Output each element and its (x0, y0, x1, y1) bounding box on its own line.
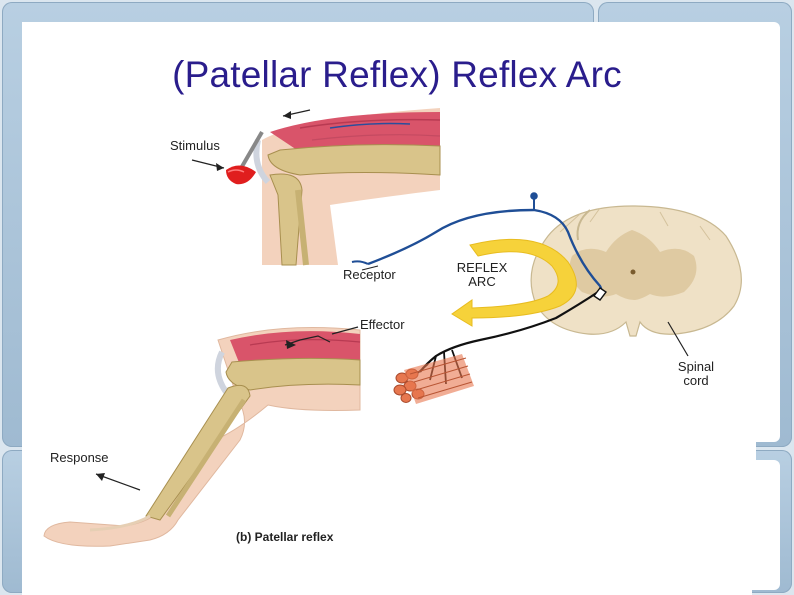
reflex-arc-label-line2: ARC (468, 274, 496, 289)
reflex-arc-arrow (451, 238, 577, 327)
tibia-upper (269, 173, 303, 266)
sensory-neuron-path (367, 208, 603, 298)
muscle-fiber-bundle (393, 354, 474, 404)
receptor-pointer-line (361, 265, 379, 271)
response-label: Response (50, 450, 109, 465)
spinal-cord-label-line1: Spinal (677, 359, 715, 374)
receptor-label: Receptor (343, 267, 396, 282)
femur-upper (267, 144, 441, 176)
spinal-cord-pointer-line (667, 321, 689, 357)
spinal-cord-cross-section (530, 205, 742, 337)
dorsal-root-ganglion (530, 192, 538, 200)
reflex-hammer-icon (226, 130, 264, 185)
slide-title: (Patellar Reflex) Reflex Arc (172, 54, 622, 95)
stimulus-label: Stimulus (170, 138, 220, 153)
upper-knee-illustration (253, 108, 441, 266)
figure-caption: (b) Patellar reflex (236, 530, 334, 544)
quadriceps-muscle-upper (270, 112, 440, 152)
effector-label: Effector (360, 317, 405, 332)
slide-content-area-right (752, 108, 756, 460)
reflex-arc-label: REFLEX ARC (448, 261, 516, 289)
tibia-lower (145, 384, 251, 521)
spinal-cord-label-line2: cord (683, 373, 709, 388)
effector-pointer-line (331, 326, 359, 335)
lower-leg-illustration (43, 327, 361, 547)
motor-neuron-path (419, 291, 599, 373)
femur-lower (225, 357, 361, 391)
spinal-cord-label: Spinal cord (666, 360, 726, 388)
reflex-arc-label-line1: REFLEX (456, 260, 508, 275)
